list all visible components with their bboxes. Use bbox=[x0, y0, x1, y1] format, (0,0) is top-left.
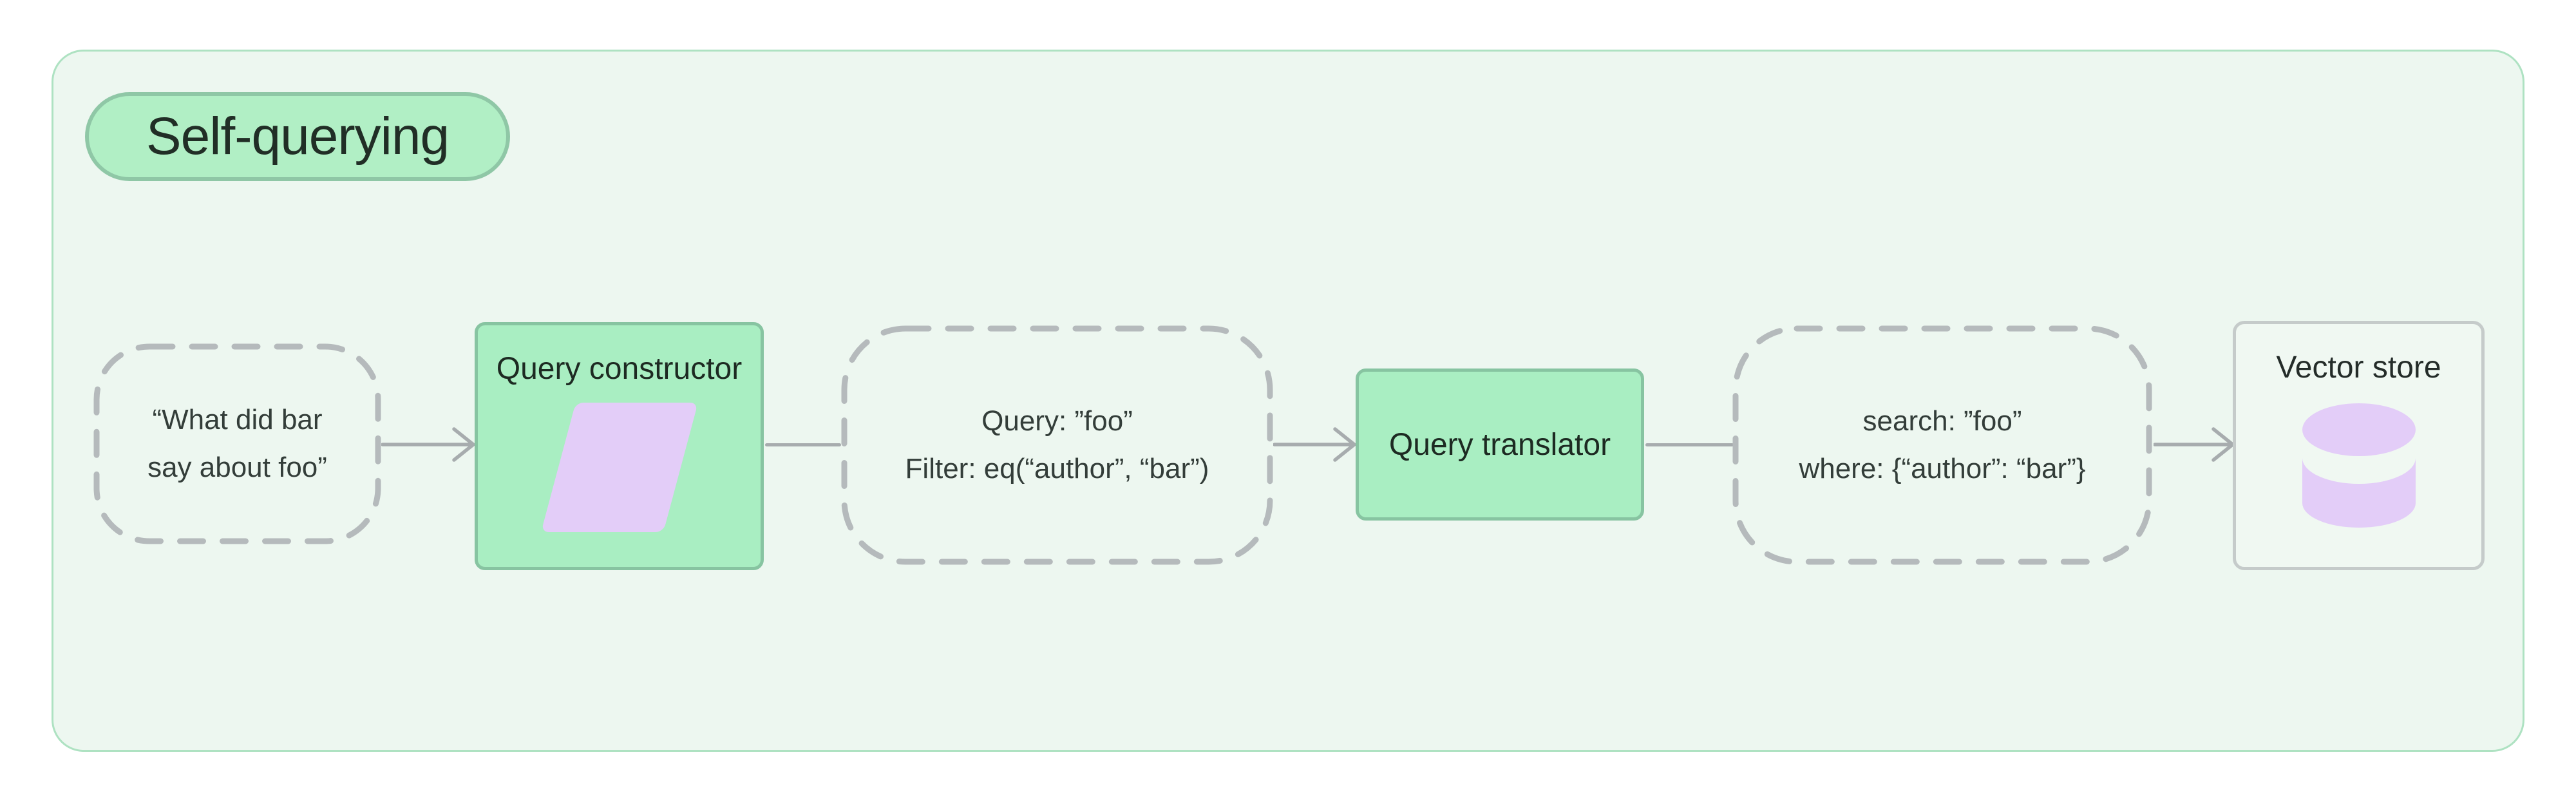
connector-translator-to-translated-query bbox=[1645, 443, 1734, 446]
arrow-structured-query-to-translator bbox=[1273, 427, 1356, 462]
node-user-query-text: “What did bar say about foo” bbox=[93, 343, 381, 544]
arrow-user-query-to-constructor bbox=[381, 427, 475, 462]
node-text-line: “What did bar bbox=[152, 404, 323, 436]
node-text-line: Filter: eq(“author”, “bar”) bbox=[905, 453, 1209, 484]
node-structured-query: Query: ”foo” Filter: eq(“author”, “bar”) bbox=[841, 325, 1273, 565]
connector-constructor-to-structured-query bbox=[765, 443, 841, 446]
node-translated-query-text: search: ”foo” where: {“author”: “bar”} bbox=[1732, 325, 2152, 565]
box-query-translator-label: Query translator bbox=[1388, 427, 1611, 462]
node-text-line: where: {“author”: “bar”} bbox=[1799, 453, 2086, 484]
arrow-translated-query-to-vector-store bbox=[2154, 427, 2235, 462]
node-structured-query-text: Query: ”foo” Filter: eq(“author”, “bar”) bbox=[841, 325, 1273, 565]
box-query-constructor-label: Query constructor bbox=[496, 352, 743, 386]
node-text-line: say about foo” bbox=[147, 452, 327, 483]
database-icon bbox=[2302, 403, 2416, 528]
node-user-query: “What did bar say about foo” bbox=[93, 343, 381, 544]
box-query-translator: Query translator bbox=[1356, 368, 1644, 521]
parallelogram-icon bbox=[540, 403, 698, 532]
box-vector-store: Vector store bbox=[2233, 321, 2485, 570]
dashed-border bbox=[841, 325, 1273, 565]
title-badge: Self-querying bbox=[85, 92, 510, 181]
page-title: Self-querying bbox=[146, 107, 450, 166]
dashed-border bbox=[93, 343, 381, 544]
dashed-border bbox=[1732, 325, 2152, 565]
box-vector-store-label: Vector store bbox=[2276, 350, 2441, 385]
box-query-constructor: Query constructor bbox=[475, 322, 764, 570]
node-text-line: search: ”foo” bbox=[1862, 405, 2022, 437]
node-translated-query: search: ”foo” where: {“author”: “bar”} bbox=[1732, 325, 2152, 565]
node-text-line: Query: ”foo” bbox=[981, 405, 1133, 437]
